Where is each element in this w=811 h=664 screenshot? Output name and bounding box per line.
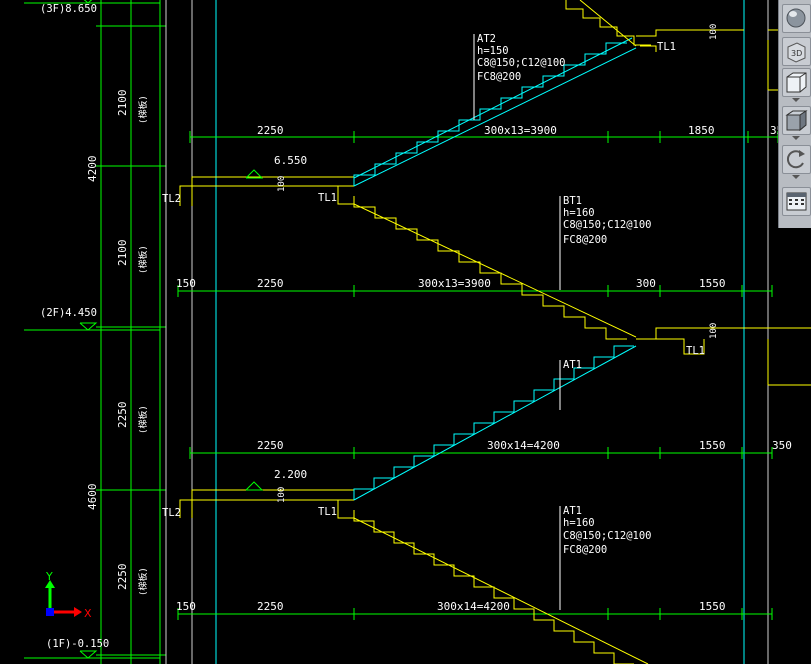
cube-shaded-icon[interactable]: [782, 106, 811, 135]
beam-tl1-upper-right: TL1: [657, 41, 676, 53]
axis-x-label: X: [84, 607, 92, 620]
stair-slab-at1-lower: [353, 517, 649, 664]
beam-thickness-4: 100: [277, 487, 287, 503]
landing-upper-slab-bottom: [179, 185, 354, 206]
flight-note-3: (梯板): [137, 405, 149, 434]
flight-dim-2: 2100: [116, 240, 129, 267]
grid-panel-icon[interactable]: [782, 187, 811, 216]
annotation-at1-upper: AT1: [563, 359, 582, 371]
svg-text:AT1: AT1: [563, 505, 582, 517]
svg-text:AT1: AT1: [563, 359, 582, 371]
axis-y-label: Y: [45, 572, 53, 583]
beam-tl1-left-upper: [337, 186, 355, 205]
cube-view-dropdown-icon[interactable]: [792, 98, 800, 102]
elevation-label-1f: (1F)-0.150: [46, 638, 109, 650]
flight-note-1: (梯板): [137, 95, 149, 124]
svg-text:h=150: h=150: [477, 45, 509, 57]
flight-note-2: (梯板): [137, 245, 149, 274]
elevation-1f-symbol: [79, 650, 98, 659]
svg-text:FC8@200: FC8@200: [563, 544, 607, 556]
svg-text:FC8@200: FC8@200: [477, 71, 521, 83]
stair-slab-at2-top: [353, 37, 633, 179]
dim-row1-flight: 300x13=3900: [484, 124, 557, 137]
flight-dim-1: 2100: [116, 90, 129, 117]
svg-text:BT1: BT1: [563, 195, 582, 207]
landing-level-symbol: [245, 481, 264, 491]
dim-row2-flight: 300x13=3900: [418, 277, 491, 290]
svg-text:C8@150;C12@100: C8@150;C12@100: [563, 219, 652, 231]
stair-flight-bt1: [353, 196, 627, 340]
stair-slab-bt1: [353, 203, 637, 338]
beam-tl1-mid-right: TL1: [686, 345, 705, 357]
svg-text:3D: 3D: [791, 49, 802, 58]
dim-row3-flight: 300x14=4200: [487, 439, 560, 452]
stair-slab-upper-run: [579, 0, 637, 47]
beam-tl1-middle-right: [656, 338, 705, 355]
landing-right-upper: [636, 29, 744, 37]
flight-dim-4: 2250: [116, 564, 129, 591]
svg-text:h=160: h=160: [563, 207, 595, 219]
stair-slab-at1-upper: [353, 345, 637, 501]
annotation-at2: AT2 h=150 C8@150;C12@100 FC8@200: [477, 33, 566, 83]
dim-row2-right: 1550: [699, 277, 726, 290]
annotation-bt1: BT1 h=160 C8@150;C12@100 FC8@200: [563, 195, 652, 246]
dim-row4-wall: 150: [176, 600, 196, 613]
dim-row4-right: 1550: [699, 600, 726, 613]
beam-thickness-3: 100: [709, 323, 719, 339]
svg-text:h=160: h=160: [563, 517, 595, 529]
shaded-dropdown-icon[interactable]: [792, 136, 800, 140]
dim-row3-right: 1550: [699, 439, 726, 452]
stair-slab-at2: [353, 47, 637, 187]
svg-text:AT2: AT2: [477, 33, 496, 45]
landing-level-symbol: [245, 169, 264, 179]
rotate-icon[interactable]: [782, 145, 811, 174]
landing-level-lower: 2.200: [274, 468, 307, 481]
svg-text:FC8@200: FC8@200: [563, 234, 607, 246]
dim-row2-landing: 2250: [257, 277, 284, 290]
elevation-label-3f: (3F)8.650: [40, 3, 97, 15]
landing-level-upper: 6.550: [274, 154, 307, 167]
elevation-2f-symbol: [79, 322, 98, 331]
svg-text:C8@150;C12@100: C8@150;C12@100: [477, 57, 566, 69]
beam-tl1-upper-left: TL1: [318, 192, 337, 204]
view-toolbar: 3D: [778, 0, 811, 228]
beam-tl2-upper: TL2: [162, 193, 181, 205]
annotation-at1-lower: AT1 h=160 C8@150;C12@100 FC8@200: [563, 505, 652, 556]
dim-row4-flight: 300x14=4200: [437, 600, 510, 613]
dim-row3-edge: 350: [772, 439, 792, 452]
flight-dim-3: 2250: [116, 402, 129, 429]
beam-tl1-lower-left: TL1: [318, 506, 337, 518]
flight-note-4: (梯板): [137, 567, 149, 596]
dim-row3-landing: 2250: [257, 439, 284, 452]
beam-thickness-2: 100: [277, 176, 287, 192]
stair-flight-upper-run: [565, 0, 651, 46]
beam-thickness-1: 100: [709, 24, 719, 40]
svg-text:C8@150;C12@100: C8@150;C12@100: [563, 530, 652, 542]
ucs-axis-icon: Y X: [45, 572, 92, 620]
drawing-geometry: [24, 0, 811, 664]
landing-lower-slab-bottom: [179, 499, 354, 518]
beam-tl1-left-lower: [337, 500, 355, 519]
dim-row2-step: 300: [636, 277, 656, 290]
dim-row2-wall: 150: [176, 277, 196, 290]
dim-row1-right: 1850: [688, 124, 715, 137]
sphere-icon[interactable]: [782, 4, 811, 33]
3d-view-icon[interactable]: 3D: [782, 37, 811, 66]
beam-tl1-upper-right-shape: [640, 45, 657, 52]
dim-row4-landing: 2250: [257, 600, 284, 613]
elevation-label-2f: (2F)4.450: [40, 307, 97, 319]
beam-tl2-lower: TL2: [162, 507, 181, 519]
story-dim-lower: 4600: [86, 484, 99, 511]
rotate-dropdown-icon[interactable]: [792, 175, 800, 179]
story-dim-upper: 4200: [86, 156, 99, 183]
landing-right-middle: [636, 327, 744, 340]
cube-view-icon[interactable]: [782, 68, 811, 97]
dim-row1-landing: 2250: [257, 124, 284, 137]
